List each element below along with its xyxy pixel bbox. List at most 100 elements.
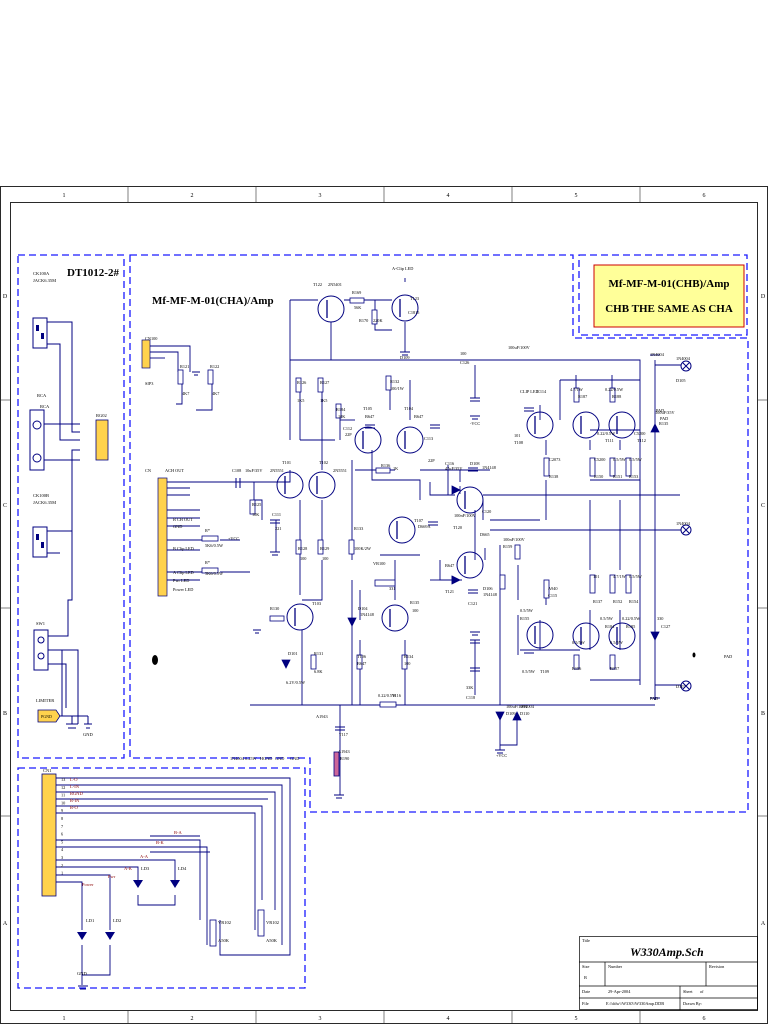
part-label: 100 [460,351,466,356]
part-label: 0.22/0.5W [605,387,624,392]
cn1-pin-number: 13 [61,777,65,782]
part-label: CK100B [33,493,49,498]
part-label: A1943 [338,749,350,754]
part-label: 6.8K [314,669,323,674]
part-label: D110 [520,711,529,716]
part-label: 4.7/1W [570,387,584,392]
part-label: 0.5/5W [522,669,536,674]
bottom-label: L-O [70,777,78,782]
part-label: D107 [676,684,686,689]
part-label: T106 [357,654,367,659]
part-label: R187 [578,394,588,399]
part-label: D665 [480,532,490,537]
part-label: 330 [657,616,663,621]
bottom-label: B-K [156,840,165,845]
part-label: 0.5/5W [572,640,586,645]
part-label: A940 [548,586,558,591]
misc-dots [152,652,696,665]
part-label: 10K [338,414,346,419]
part-label: T102 [319,460,328,465]
part-label: 22P [428,458,435,463]
part-label: C127 [661,624,671,629]
part-label: R136 [381,463,391,468]
part-label: 6.2V/0.5W [286,680,306,685]
part-label: B647 [357,661,367,666]
number-label: Number [608,964,623,969]
sheet-value: of [700,989,704,994]
bottom-label: R-O [70,805,79,810]
cn1-pin-number: 12 [61,785,65,790]
part-label: R* [205,528,210,533]
part-label: T121 [445,589,454,594]
part-label: C1815 [408,310,419,315]
part-label: 0.22/0.5W [597,431,616,436]
part-label: 100 [300,556,306,561]
part-label: 100uF/100V [506,704,529,709]
part-label: C114 [537,389,547,394]
part-label: D105 [676,378,686,383]
part-label: R185 [626,624,635,629]
part-label: R126 [297,380,307,385]
row-label: C [3,503,7,509]
part-label: 2N5401 [328,282,342,287]
part-label: LIMITER [36,698,54,703]
part-label: PAD [724,654,732,659]
part-label: R170 [359,318,368,323]
pgnd-port [37,709,61,723]
cha-resistors [177,297,632,777]
part-label: R184 [605,624,615,629]
part-label: T104 [404,406,414,411]
part-label: T111 [605,438,614,443]
date-value: 29-Apr-2004 [608,989,631,994]
part-label: R151 [613,474,622,479]
part-label: R150 [594,474,603,479]
potentiometer-symbols [209,909,265,947]
part-label: 33K [466,685,474,690]
bottom-label: GND [77,971,87,976]
part-label: R138 [549,474,558,479]
part-label: HGND [260,756,272,761]
part-label: 0.22/0.5W [378,693,397,698]
part-label: R152 [613,599,622,604]
part-label: 10uF/35V [245,468,263,473]
title-label: Title [582,938,590,943]
bottom-label: LD2 [113,918,121,923]
part-label: 0.5/5W [629,457,643,462]
part-label: 0.22/0.5W [622,616,641,621]
part-label: T122 [313,282,322,287]
part-label: R125 [252,502,261,507]
col-label: 3 [319,193,322,199]
part-label: 1N4004 [230,756,245,761]
part-label: R155 [520,616,529,621]
cn1-pin-number: 10 [61,800,65,805]
part-label: R122 [210,364,219,369]
cn1-pin-number: 6 [61,832,64,837]
part-label: JACK6.35M [33,500,56,505]
part-label: R131 [314,651,323,656]
col-label: 1 [63,1016,66,1022]
rg02-connector [95,419,109,461]
cn1-pin-number: 3 [61,855,63,860]
part-label: 100nF/100V [454,513,477,518]
part-label: 100uF/35V [655,410,675,415]
part-label: 4K7 [182,391,190,396]
part-label: 22P [345,432,352,437]
part-label: 331 [389,586,395,591]
part-label: C2073 [549,457,560,462]
part-label: A-Clip LED [392,266,413,271]
cha-pads [680,360,692,692]
cha-connectors [141,339,168,597]
part-label: ACH OUT [165,468,184,473]
part-label: 5K6/0.5W [205,543,224,548]
block-borders [17,254,749,989]
sheet-label: Sheet [683,989,693,994]
part-label: 220K [373,318,383,323]
bottom-label: A50K [218,938,230,943]
part-label: C118 [466,695,475,700]
part-label: B Clip LED [173,546,194,551]
part-label: 1K [393,466,399,471]
bottom-label: Power [82,882,94,887]
bottom-label: LD1 [86,918,94,923]
part-label: C116 [445,461,455,466]
